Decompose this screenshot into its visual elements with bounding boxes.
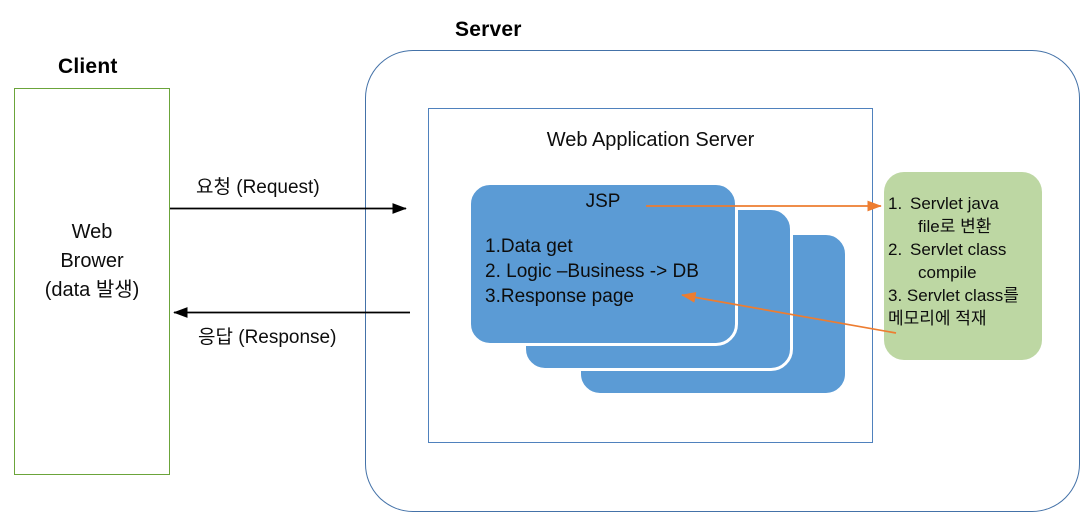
servlet-item-1: 1. Servlet java file로 변환 — [888, 192, 1040, 238]
jsp-step-2: 2. Logic –Business -> DB — [485, 261, 699, 282]
servlet-step-list: 1. Servlet java file로 변환 2. Servlet class … — [888, 192, 1040, 330]
servlet-item-3-line1: Servlet class를 — [906, 286, 1019, 305]
jsp-step-3: 3.Response page — [485, 286, 634, 307]
client-title: Client — [58, 55, 118, 78]
server-container — [365, 50, 1080, 512]
client-line-3: (data 발생) — [44, 279, 140, 301]
servlet-item-2-line1: Servlet class — [910, 240, 1007, 259]
server-title: Server — [455, 18, 522, 41]
servlet-process-box — [884, 172, 1042, 360]
servlet-item-1-number: 1. — [888, 194, 903, 213]
request-arrow-label: 요청 (Request) — [196, 177, 320, 198]
client-box — [14, 88, 170, 475]
servlet-item-2-number: 2. — [888, 240, 903, 259]
client-line-1: Web — [71, 221, 113, 243]
servlet-item-2: 2. Servlet class compile — [888, 238, 1040, 284]
servlet-item-1-line1: Servlet java — [910, 194, 999, 213]
jsp-step-list: 1.Data get 2. Logic –Business -> DB 3.Re… — [485, 234, 735, 309]
jsp-card-heading: JSP — [585, 191, 621, 212]
servlet-item-3-number: 3. — [888, 286, 903, 305]
servlet-item-3-line2: 메모리에 적재 — [888, 309, 987, 328]
servlet-item-3: 3. Servlet class를 메모리에 적재 — [888, 284, 1040, 330]
client-line-2: Brower — [60, 250, 124, 272]
servlet-item-1-line2: file로 변환 — [918, 217, 992, 236]
servlet-item-2-line2: compile — [918, 263, 977, 282]
client-box-label: Web Brower (data 발생) — [14, 218, 170, 305]
response-arrow-label: 응답 (Response) — [198, 327, 337, 348]
web-application-server-title: Web Application Server — [546, 129, 755, 151]
jsp-step-1: 1.Data get — [485, 236, 573, 257]
